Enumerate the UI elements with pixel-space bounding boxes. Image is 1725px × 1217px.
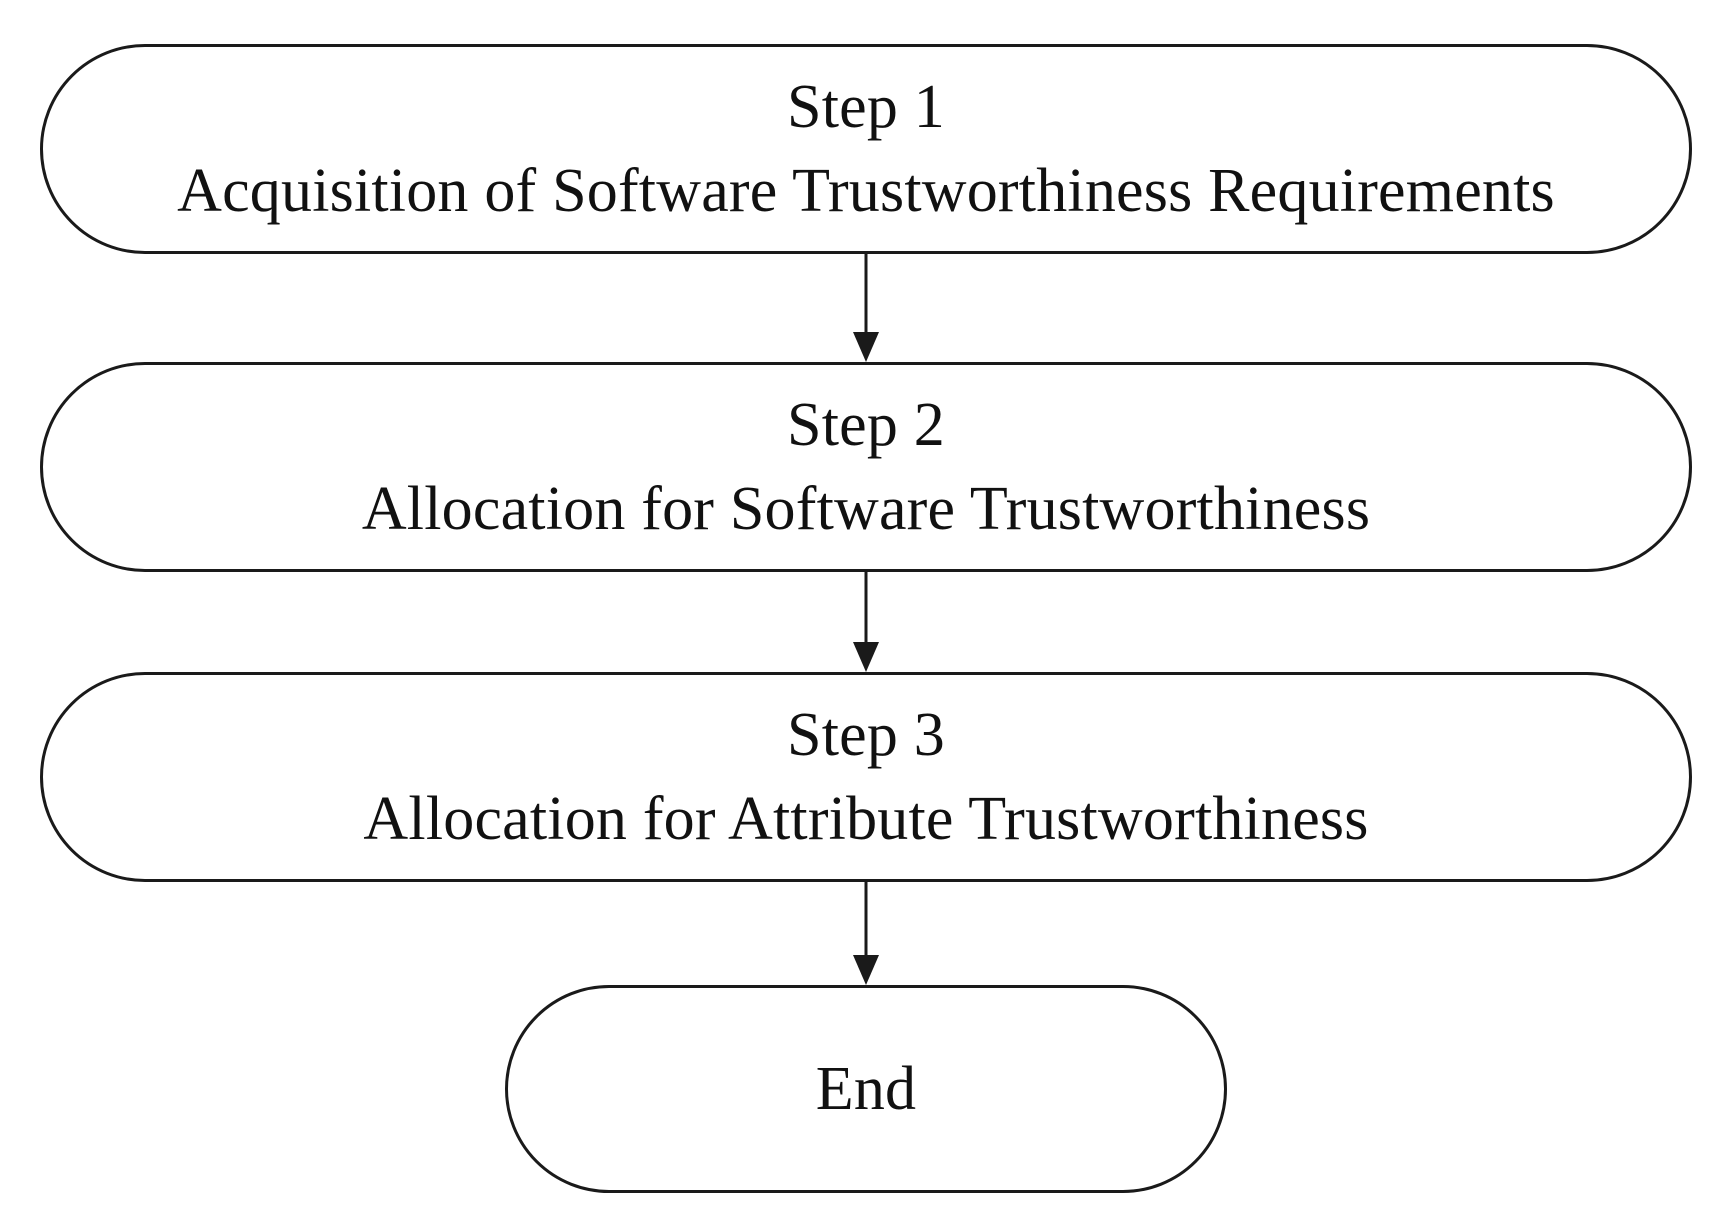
step-2-heading: Step 2	[787, 391, 945, 459]
arrow-step2-to-step3	[853, 572, 879, 672]
step-3-heading: Step 3	[787, 701, 945, 769]
step-1-node: Step 1 Acquisition of Software Trustwort…	[40, 44, 1692, 254]
step-3-description: Allocation for Attribute Trustworthiness	[363, 785, 1369, 853]
step-2-node: Step 2 Allocation for Software Trustwort…	[40, 362, 1692, 572]
step-3-node: Step 3 Allocation for Attribute Trustwor…	[40, 672, 1692, 882]
end-label: End	[815, 1055, 917, 1123]
step-1-description: Acquisition of Software Trustworthiness …	[177, 157, 1555, 225]
step-1-heading: Step 1	[787, 73, 945, 141]
end-node: End	[505, 985, 1227, 1193]
step-2-description: Allocation for Software Trustworthiness	[361, 475, 1371, 543]
arrow-step1-to-step2	[853, 254, 879, 362]
arrow-step3-to-end	[853, 882, 879, 985]
